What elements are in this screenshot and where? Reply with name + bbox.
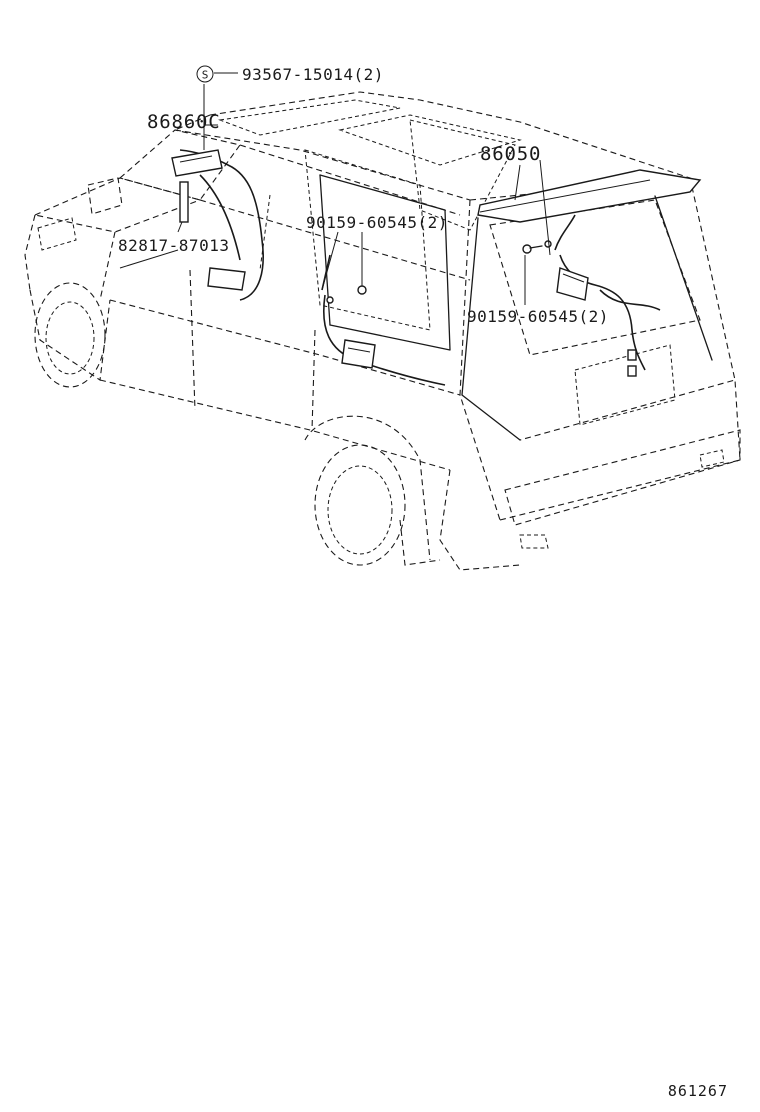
roof-antenna-unit	[171, 149, 223, 223]
connector-box	[341, 339, 376, 369]
leader-lines	[119, 72, 551, 305]
symbol-s: S	[202, 69, 209, 82]
symbol-s-callout: S	[196, 65, 214, 83]
sliding-door-frame	[319, 174, 451, 351]
door-handle-unit	[207, 267, 246, 291]
rear-spoiler	[477, 169, 702, 223]
amplifier-box	[556, 267, 589, 301]
rear-door-frame	[461, 195, 713, 441]
part-number-82817-87013: 82817-87013	[118, 236, 229, 255]
part-number-90159-60545-a: 90159-60545(2)	[306, 213, 448, 232]
part-number-93567-15014: 93567-15014(2)	[242, 65, 384, 84]
part-number-86050: 86050	[480, 143, 541, 165]
diagram-reference-number: 861267	[668, 1082, 728, 1100]
clip-parts	[326, 240, 637, 377]
part-number-90159-60545-b: 90159-60545(2)	[467, 307, 609, 326]
part-number-86860c: 86860C	[147, 111, 220, 133]
